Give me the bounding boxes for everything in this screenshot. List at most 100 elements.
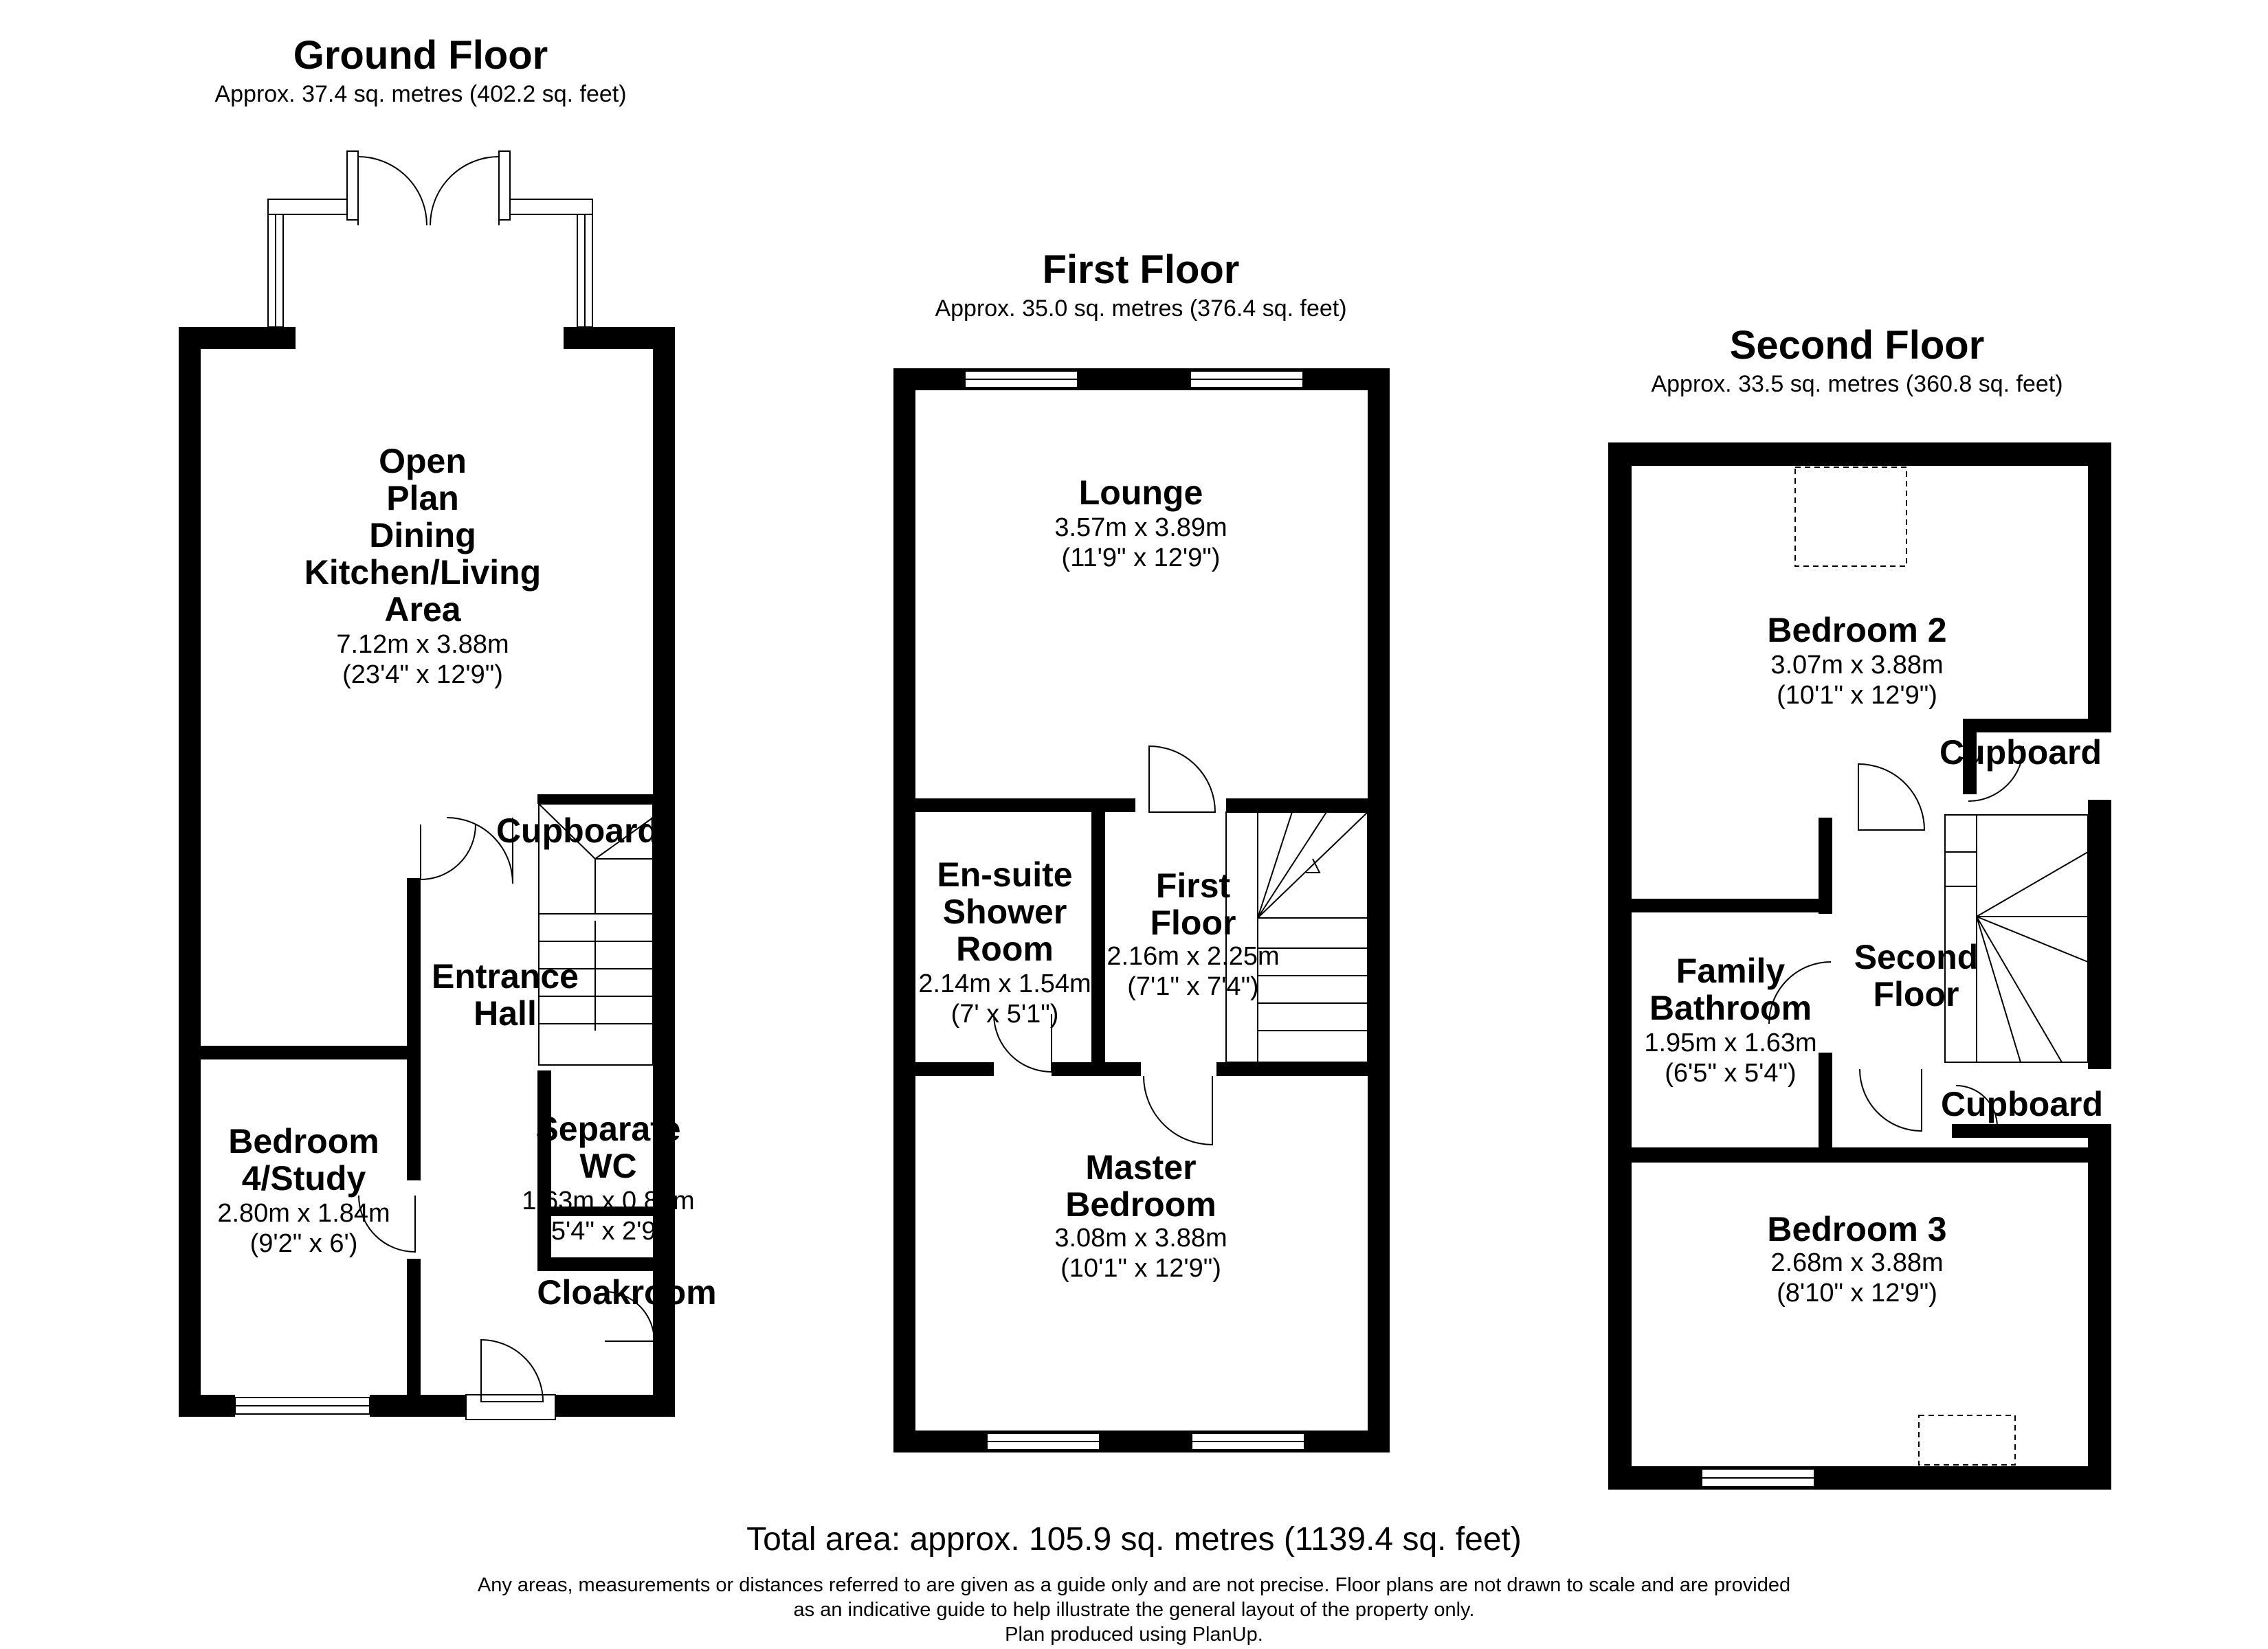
- ensuite-door: [993, 1013, 1052, 1073]
- ground-floor-heading: Ground Floor Approx. 37.4 sq. metres (40…: [214, 33, 626, 107]
- wall: [1963, 719, 2111, 732]
- svg-text:3.08m x 3.88m: 3.08m x 3.88m: [1054, 1224, 1227, 1253]
- svg-text:(10'1" x 12'9"): (10'1" x 12'9"): [1777, 681, 1937, 710]
- first-floor-title: First Floor: [1043, 247, 1240, 292]
- wall: [179, 1395, 235, 1417]
- wall: [893, 368, 915, 1452]
- first-floor-plan: Lounge 3.57m x 3.89m (11'9" x 12'9") En-…: [893, 368, 1390, 1452]
- svg-text:(9'2" x 6'): (9'2" x 6'): [250, 1229, 358, 1258]
- svg-text:En-suite: En-suite: [937, 855, 1072, 894]
- second-landing-label: Second Floor: [1854, 938, 1979, 1013]
- total-area: Total area: approx. 105.9 sq. metres (11…: [746, 1521, 1522, 1558]
- svg-text:2.16m x 2.25m: 2.16m x 2.25m: [1107, 942, 1279, 971]
- cupboard-top-label: Cupboard: [1939, 733, 2102, 772]
- master-window-left: [986, 1433, 1100, 1450]
- svg-text:(5'4" x 2'9"): (5'4" x 2'9"): [542, 1217, 674, 1246]
- wall: [407, 1259, 421, 1417]
- svg-text:First: First: [1156, 866, 1231, 905]
- ground-floor-area: Approx. 37.4 sq. metres (402.2 sq. feet): [214, 81, 626, 107]
- svg-text:7.12m x 3.88m: 7.12m x 3.88m: [336, 630, 509, 659]
- bathroom-door: [1768, 961, 1832, 1024]
- wall: [1952, 1124, 2111, 1138]
- disclaimer-line-2: as an indicative guide to help illustrat…: [794, 1599, 1475, 1621]
- svg-text:Area: Area: [384, 590, 461, 629]
- ensuite-label: En-suite Shower Room 2.14m x 1.54m (7' x…: [918, 855, 1091, 1029]
- svg-text:Room: Room: [956, 930, 1054, 968]
- bedroom3-door: [1859, 1068, 1922, 1132]
- wall: [407, 878, 421, 1180]
- french-doors: [357, 156, 500, 226]
- svg-text:Floor: Floor: [1150, 904, 1236, 942]
- svg-text:2.14m x 1.54m: 2.14m x 1.54m: [918, 969, 1091, 998]
- svg-text:2.80m x 1.84m: 2.80m x 1.84m: [217, 1199, 390, 1228]
- wall: [1608, 1466, 2111, 1490]
- svg-text:Open: Open: [379, 442, 467, 480]
- second-floor-title: Second Floor: [1730, 323, 1985, 368]
- svg-text:1.63m x 0.84m: 1.63m x 0.84m: [522, 1187, 694, 1215]
- second-staircase: [1944, 814, 2089, 1063]
- skylight-bedroom2: [1794, 467, 1907, 567]
- svg-text:(11'9" x 12'9"): (11'9" x 12'9"): [1062, 543, 1221, 572]
- wall: [179, 327, 201, 1417]
- first-staircase: [1225, 811, 1368, 1063]
- svg-text:WC: WC: [579, 1147, 636, 1185]
- wall: [1819, 1053, 1832, 1158]
- cupboard-bottom-label: Cupboard: [1941, 1085, 2103, 1123]
- wall: [1052, 1062, 1141, 1076]
- bedroom2-door: [1858, 763, 1926, 831]
- wall: [179, 1046, 412, 1059]
- svg-text:(7'1" x 7'4"): (7'1" x 7'4"): [1127, 972, 1258, 1001]
- svg-text:Entrance: Entrance: [432, 957, 579, 996]
- svg-text:Shower: Shower: [943, 893, 1067, 931]
- svg-text:(6'5" x 5'4"): (6'5" x 5'4"): [1665, 1059, 1796, 1088]
- svg-text:(8'10" x 12'9"): (8'10" x 12'9"): [1777, 1279, 1937, 1308]
- svg-text:Kitchen/Living: Kitchen/Living: [304, 553, 541, 592]
- wall: [555, 1395, 675, 1417]
- wall: [1091, 798, 1105, 1075]
- wall: [1368, 368, 1390, 1452]
- wall: [893, 1062, 994, 1076]
- svg-text:Plan: Plan: [386, 479, 459, 517]
- bedroom3-label: Bedroom 3 2.68m x 3.88m (8'10" x 12'9"): [1767, 1210, 1946, 1308]
- disclaimer-line-3: Plan produced using PlanUp.: [1005, 1624, 1263, 1646]
- wall: [2088, 1131, 2111, 1490]
- master-door: [1143, 1075, 1213, 1146]
- first-floor-heading: First Floor Approx. 35.0 sq. metres (376…: [935, 247, 1346, 322]
- entrance-hall-label: Entrance Hall: [432, 957, 579, 1033]
- wall: [537, 794, 653, 804]
- separate-wc-label: Separate WC 1.63m x 0.84m (5'4" x 2'9"): [522, 1110, 694, 1246]
- svg-text:Dining: Dining: [369, 516, 476, 554]
- disclaimer-line-1: Any areas, measurements or distances ref…: [478, 1574, 1790, 1596]
- svg-text:2.68m x 3.88m: 2.68m x 3.88m: [1770, 1248, 1943, 1277]
- bay-window: [267, 150, 593, 328]
- kitchen-label: Open Plan Dining Kitchen/Living Area 7.1…: [304, 442, 541, 689]
- bedroom2-label: Bedroom 2 3.07m x 3.88m (10'1" x 12'9"): [1767, 611, 1946, 710]
- wall: [653, 327, 675, 1417]
- wall: [1608, 442, 2111, 466]
- wall: [537, 1070, 551, 1270]
- cupboard-door: [446, 817, 513, 884]
- lounge-window-right: [1190, 370, 1304, 388]
- svg-text:Lounge: Lounge: [1079, 473, 1203, 512]
- svg-text:1.95m x 1.63m: 1.95m x 1.63m: [1644, 1029, 1816, 1057]
- wall: [1963, 719, 1977, 794]
- svg-text:(7' x 5'1"): (7' x 5'1"): [951, 1000, 1059, 1029]
- first-landing-label: First Floor 2.16m x 2.25m (7'1" x 7'4"): [1107, 866, 1279, 1001]
- master-bedroom-label: Master Bedroom 3.08m x 3.88m (10'1" x 12…: [1054, 1148, 1227, 1283]
- landing-door: [1148, 745, 1216, 813]
- bedroom4-door: [358, 1195, 416, 1253]
- second-floor-heading: Second Floor Approx. 33.5 sq. metres (36…: [1651, 323, 2063, 397]
- lounge-label: Lounge 3.57m x 3.89m (11'9" x 12'9"): [1054, 473, 1227, 572]
- front-door: [465, 1338, 556, 1420]
- wall: [893, 1431, 1390, 1452]
- wall: [1608, 899, 1830, 912]
- svg-text:Second: Second: [1854, 938, 1979, 976]
- svg-text:Hall: Hall: [474, 994, 537, 1033]
- svg-text:Master: Master: [1085, 1148, 1196, 1187]
- svg-text:Separate: Separate: [535, 1110, 680, 1148]
- wall: [1226, 798, 1390, 812]
- svg-text:Bedroom: Bedroom: [228, 1122, 379, 1160]
- wall: [1216, 1062, 1390, 1076]
- first-floor-area: Approx. 35.0 sq. metres (376.4 sq. feet): [935, 295, 1346, 322]
